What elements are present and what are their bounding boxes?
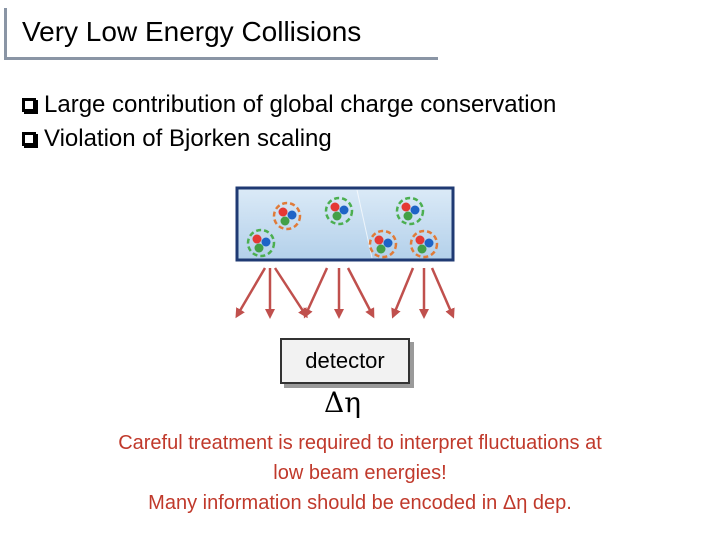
quark-dot <box>383 238 393 248</box>
note-line-2: low beam energies! <box>273 462 447 484</box>
collision-diagram <box>235 186 455 319</box>
hadron-icon <box>395 196 425 226</box>
detector-box: detector <box>280 338 410 384</box>
note-line-1: Careful treatment is required to interpr… <box>118 432 602 454</box>
quark-dot <box>330 202 340 212</box>
emission-arrow <box>391 267 415 319</box>
hadron-icon <box>324 196 354 226</box>
hadron-icon <box>272 201 302 231</box>
quark-dot <box>278 207 288 217</box>
emission-arrows <box>235 267 455 319</box>
hadron-group <box>246 196 439 259</box>
emission-arrow <box>346 267 375 319</box>
emission-arrow <box>273 267 308 319</box>
quark-dot <box>339 205 349 215</box>
quark-dot <box>280 216 290 226</box>
note-line-3: Many information should be encoded in Δη… <box>148 492 572 514</box>
quark-dot <box>415 235 425 245</box>
title-frame <box>4 8 438 60</box>
emission-arrow <box>235 267 267 319</box>
quark-dot <box>401 202 411 212</box>
bullet-text: Violation of Bjorken scaling <box>44 125 332 152</box>
quark-dot <box>261 237 271 247</box>
bullet-text: Large contribution of global charge cons… <box>44 91 557 118</box>
bullet-item: Violation of Bjorken scaling <box>22 122 556 156</box>
quark-dot <box>410 205 420 215</box>
delta-eta-label: Δη <box>324 386 361 419</box>
quark-dot <box>403 211 413 221</box>
hadron-icon <box>409 229 439 259</box>
quark-dot <box>374 235 384 245</box>
hadron-icon <box>368 229 398 259</box>
quark-dot <box>254 243 264 253</box>
square-bullet-icon <box>22 98 36 112</box>
quark-dot <box>332 211 342 221</box>
quark-dot <box>417 244 427 254</box>
page-title: Very Low Energy Collisions <box>22 16 362 47</box>
emission-arrow <box>303 267 329 319</box>
detector-label: detector <box>305 348 385 373</box>
quark-dot <box>252 234 262 244</box>
quark-dot <box>376 244 386 254</box>
quark-dot <box>287 210 297 220</box>
conclusion-note: Careful treatment is required to interpr… <box>40 428 680 518</box>
faint-divider <box>356 189 373 259</box>
emission-arrow <box>430 267 455 319</box>
square-bullet-icon <box>22 132 36 146</box>
bullet-item: Large contribution of global charge cons… <box>22 88 556 122</box>
hadron-icon <box>246 228 276 258</box>
bullet-list: Large contribution of global charge cons… <box>22 88 556 156</box>
quark-dot <box>424 238 434 248</box>
